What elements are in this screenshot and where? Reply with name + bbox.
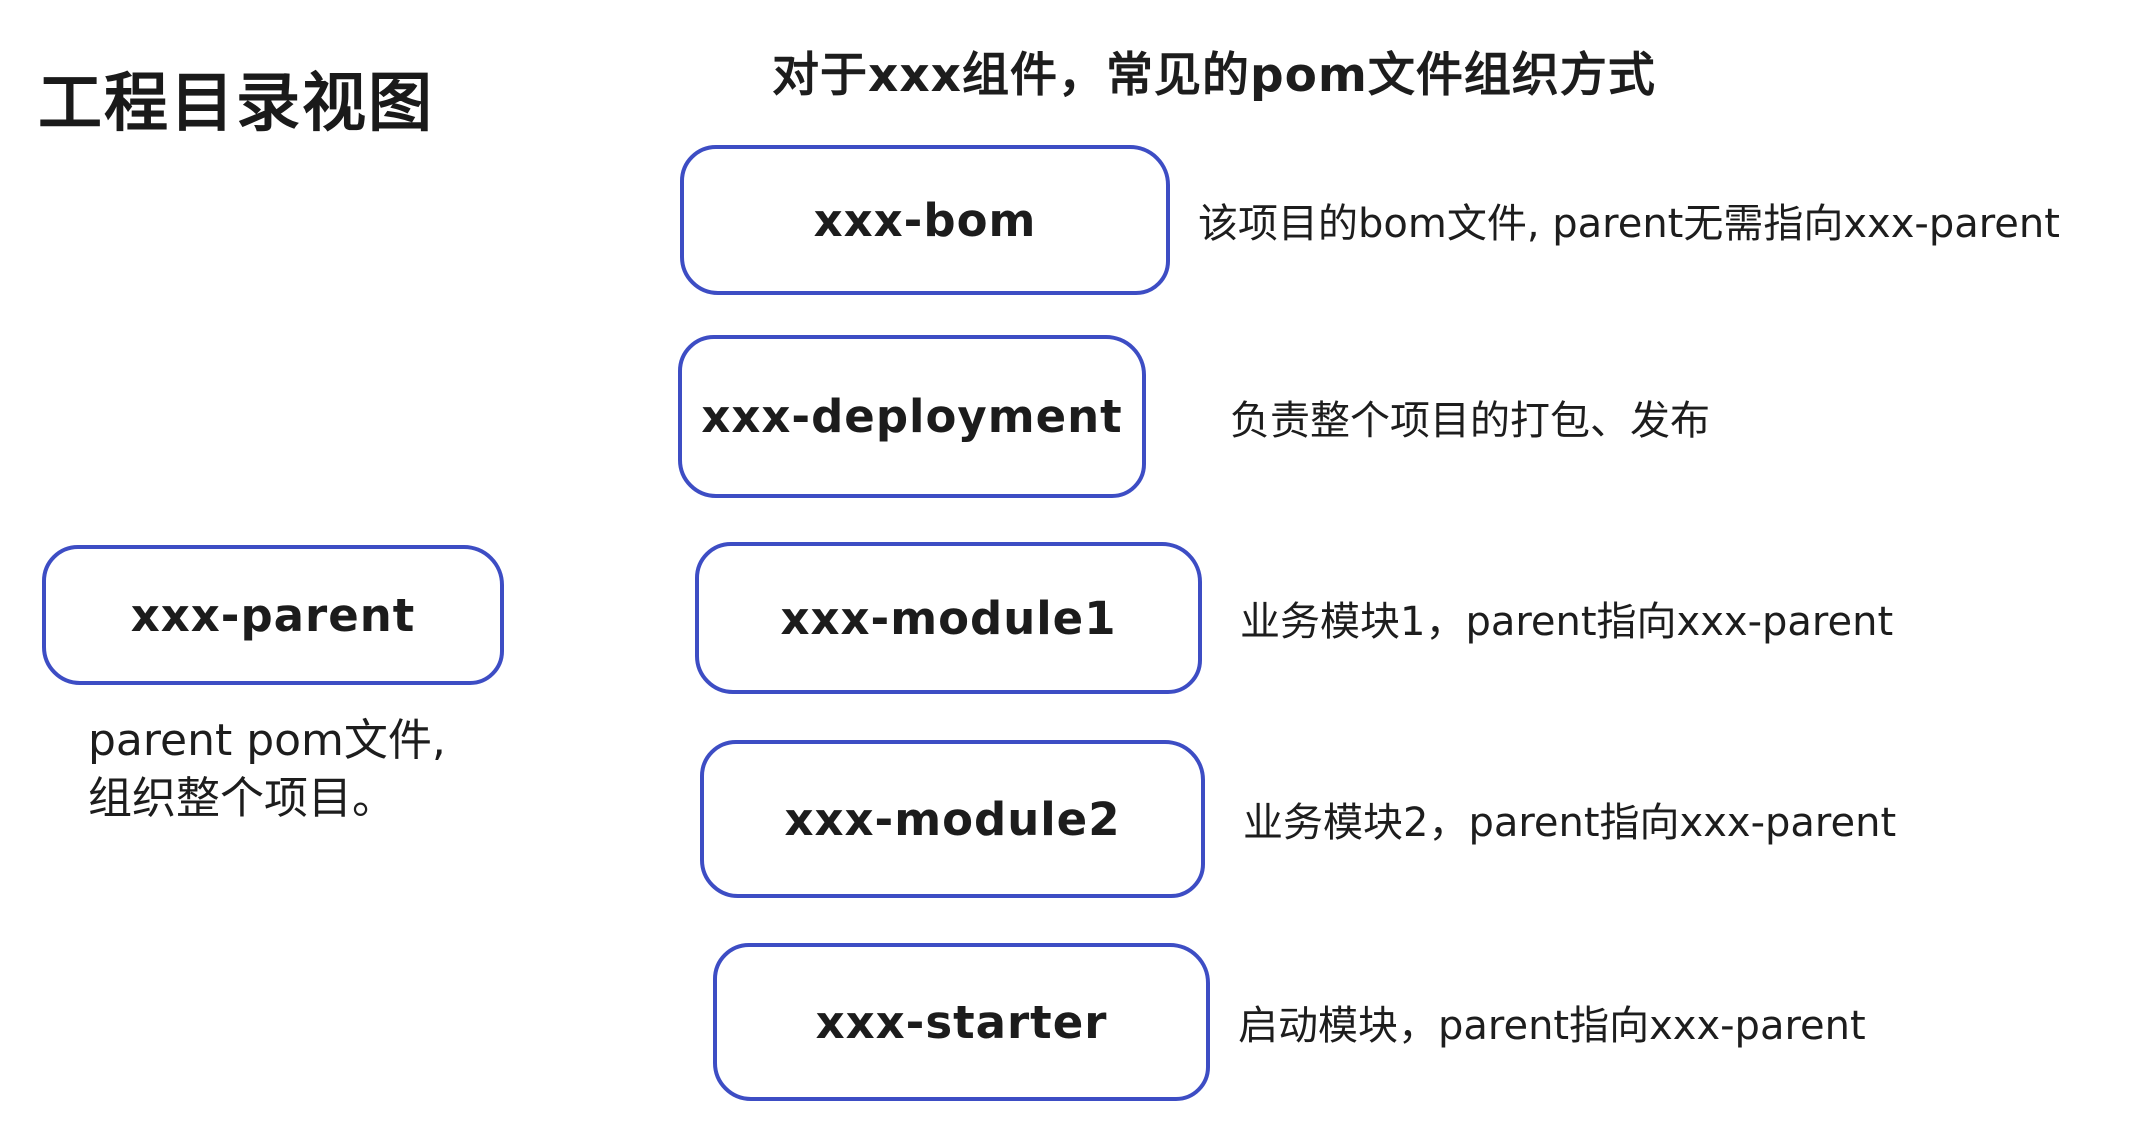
parent-caption-line2: 组织整个项目。: [88, 773, 396, 825]
annotation-xxx-module1: 业务模块1，parent指向xxx-parent: [1240, 599, 1894, 645]
page-title: 工程目录视图: [38, 67, 434, 141]
node-xxx-parent: xxx-parent: [42, 545, 504, 685]
column-heading: 对于xxx组件，常见的pom文件组织方式: [772, 48, 1656, 103]
node-xxx-deployment: xxx-deployment: [678, 335, 1146, 498]
node-xxx-starter: xxx-starter: [713, 943, 1210, 1101]
annotation-xxx-deployment: 负责整个项目的打包、发布: [1230, 397, 1710, 444]
node-label: xxx-starter: [815, 995, 1108, 1049]
node-label: xxx-module2: [784, 792, 1121, 846]
annotation-xxx-bom: 该项目的bom文件, parent无需指向xxx-parent: [1198, 201, 2060, 247]
node-xxx-module2: xxx-module2: [700, 740, 1205, 898]
annotation-xxx-starter: 启动模块，parent指向xxx-parent: [1238, 1003, 1866, 1049]
node-xxx-bom: xxx-bom: [680, 145, 1170, 295]
node-xxx-module1: xxx-module1: [695, 542, 1202, 694]
node-label: xxx-bom: [813, 193, 1037, 247]
parent-caption: parent pom文件, 组织整个项目。: [88, 712, 446, 828]
node-label: xxx-parent: [130, 588, 416, 642]
parent-caption-line1: parent pom文件,: [88, 715, 446, 766]
node-label: xxx-module1: [780, 591, 1117, 645]
annotation-xxx-module2: 业务模块2，parent指向xxx-parent: [1243, 800, 1897, 846]
node-label: xxx-deployment: [701, 390, 1123, 443]
